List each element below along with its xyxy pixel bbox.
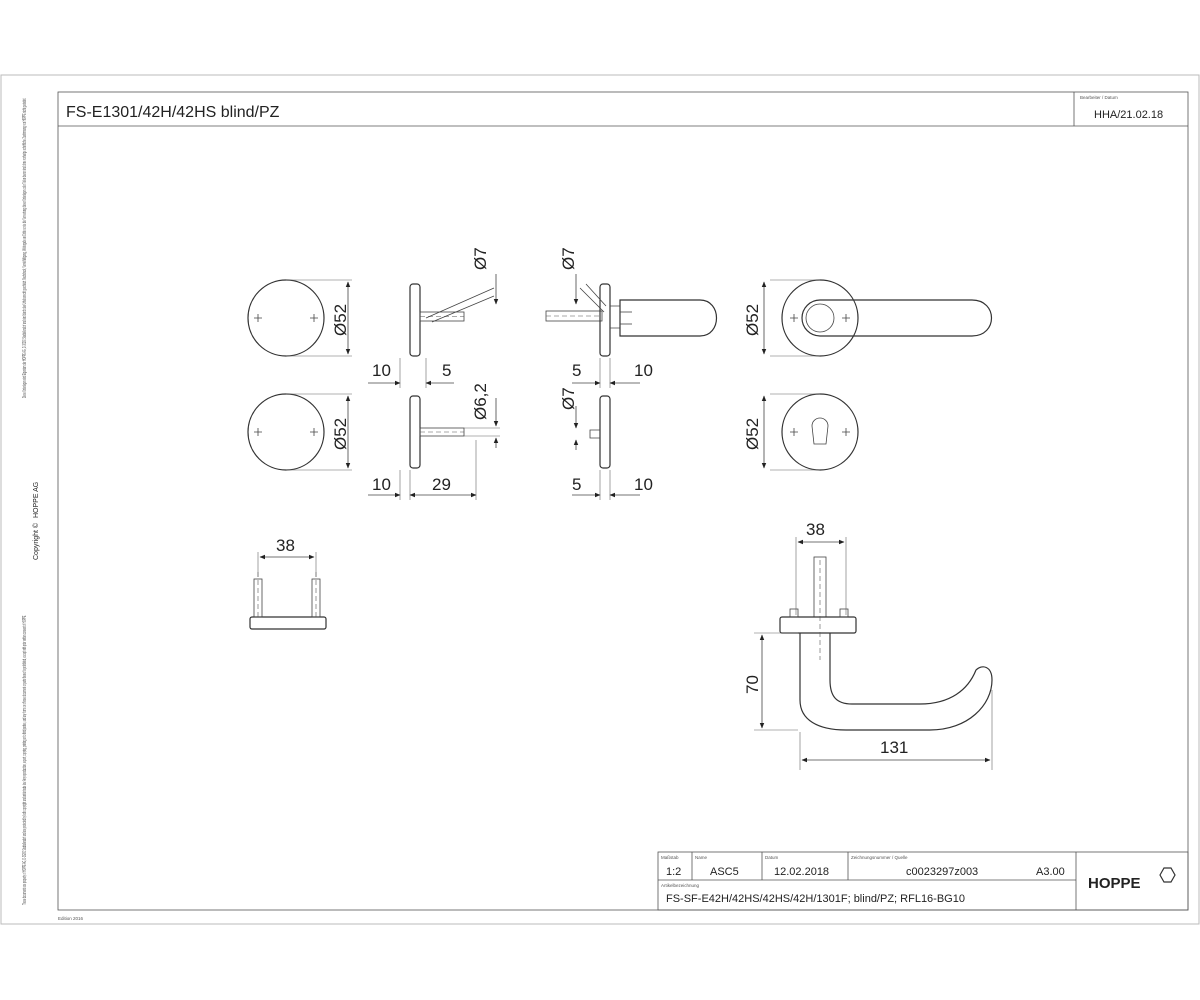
- part-value: FS-SF-E42H/42HS/42HS/42H/1301F; blind/PZ…: [666, 893, 965, 905]
- blind-rosette-side-view: Ø6,2 10 29: [368, 383, 500, 500]
- side-note-english: These documents are property of HOPPE AG…: [22, 615, 28, 905]
- dim-length-29: 29: [432, 475, 451, 494]
- dim-mount-width: 38: [276, 536, 295, 555]
- side-note-german: Diese Unterlagen sind Eigentum der HOPPE…: [22, 98, 28, 398]
- blind-rosette-front-view: Ø52: [247, 393, 352, 471]
- number-value: c0023297z003: [906, 866, 978, 878]
- dim-pin-dia-3: Ø6,2: [471, 383, 490, 420]
- format-value: A3.00: [1036, 866, 1065, 878]
- mounting-plate-view: 38: [249, 536, 327, 630]
- drawing-border: [57, 91, 1189, 911]
- date-label: Datum: [765, 855, 779, 860]
- dim-pin-dia-4: Ø7: [559, 387, 578, 410]
- scale-value: 1:2: [666, 866, 681, 878]
- hoppe-logo: HOPPE: [1088, 867, 1176, 892]
- cylinder-rosette-side-view: Ø7 5 10: [559, 387, 653, 500]
- cylinder-rosette-front-view: Ø52: [743, 393, 859, 471]
- drawn-label: Name: [695, 855, 708, 860]
- number-label: Zeichnungsnummer / Quelle: [851, 855, 908, 860]
- dim-offset-5-c: 5: [572, 475, 581, 494]
- rosette-side-view: Ø7 10 5: [368, 247, 499, 388]
- dim-pin-dia-1: Ø7: [471, 247, 490, 270]
- dim-pin-dia-2: Ø7: [559, 247, 578, 270]
- part-label: Artikelbezeichnung: [661, 883, 700, 888]
- drawn-value: ASC5: [710, 866, 739, 878]
- dim-rosette-dia-4: Ø52: [743, 418, 762, 450]
- dim-lever-height: 70: [743, 675, 762, 694]
- dim-offset-10-d: 10: [634, 475, 653, 494]
- editor-label: Bearbeiter / Datum: [1080, 95, 1118, 100]
- drawing-title: FS-E1301/42H/42HS blind/PZ: [66, 104, 280, 121]
- outer-frame: [0, 74, 1200, 925]
- header-bar: FS-E1301/42H/42HS blind/PZ Bearbeiter / …: [58, 92, 1188, 127]
- dim-lever-length: 131: [880, 738, 908, 757]
- hoppe-logo-text: HOPPE: [1088, 875, 1141, 892]
- dim-offset-10-a: 10: [372, 361, 391, 380]
- handle-side-view: Ø7 5 10: [545, 247, 717, 388]
- edition-note: Edition 2016: [58, 916, 84, 921]
- rosette-front-view: Ø52: [247, 279, 352, 357]
- title-block: Maßstab 1:2 Name ASC5 Datum 12.02.2018 Z…: [657, 851, 1189, 911]
- dim-lever-width: 38: [806, 520, 825, 539]
- side-notes: Diese Unterlagen sind Eigentum der HOPPE…: [22, 98, 84, 921]
- editor-value: HHA/21.02.18: [1094, 109, 1163, 121]
- dim-offset-5-a: 5: [442, 361, 451, 380]
- side-note-copyright: Copyright ©: [32, 522, 40, 560]
- date-value: 12.02.2018: [774, 866, 829, 878]
- dim-rosette-dia-3: Ø52: [331, 418, 350, 450]
- dim-rosette-dia-2: Ø52: [743, 304, 762, 336]
- handle-front-view: Ø52: [743, 279, 993, 357]
- lever-handle-view: 38 70 131: [743, 520, 993, 770]
- dim-offset-10-c: 10: [372, 475, 391, 494]
- dim-offset-10-b: 10: [634, 361, 653, 380]
- dim-offset-5-b: 5: [572, 361, 581, 380]
- side-note-company: HOPPE AG: [33, 482, 40, 518]
- scale-label: Maßstab: [661, 855, 679, 860]
- dim-rosette-dia-1: Ø52: [331, 304, 350, 336]
